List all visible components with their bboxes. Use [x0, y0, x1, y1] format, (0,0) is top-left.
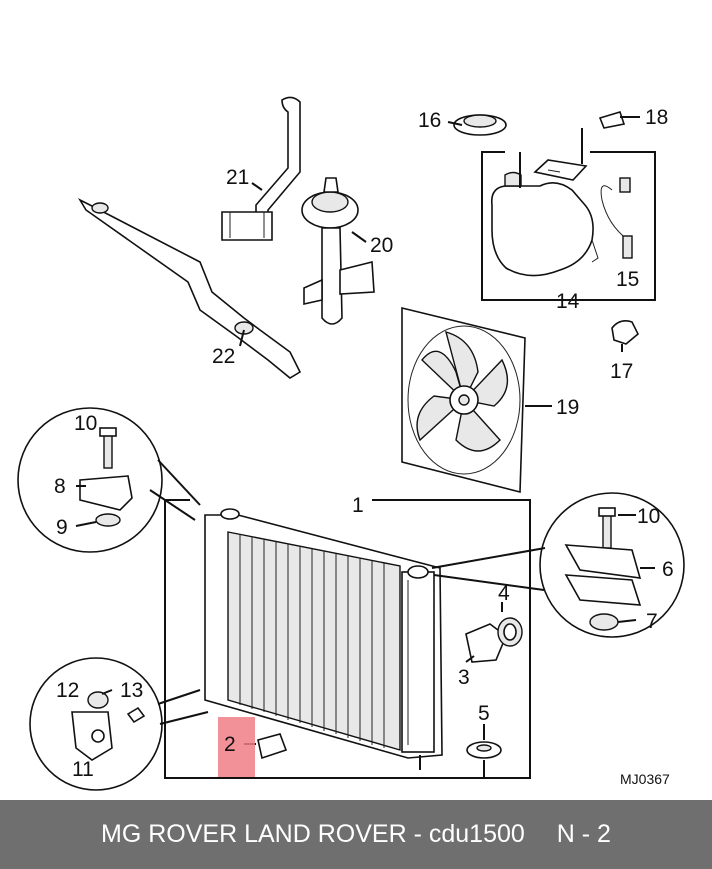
callout-20: 20 [370, 234, 393, 257]
callout-10b: 10 [637, 505, 660, 528]
radiator-small-parts [244, 602, 523, 778]
footer-brand: MG ROVER LAND ROVER - cdu1500 [101, 820, 525, 848]
callout-15: 15 [616, 268, 639, 291]
callout-22: 22 [212, 345, 235, 368]
inset-right [431, 492, 685, 638]
callout-18: 18 [645, 106, 668, 129]
callout-3: 3 [458, 666, 470, 689]
callout-1: 1 [352, 494, 364, 517]
callout-4: 4 [498, 582, 510, 605]
callout-9: 9 [56, 516, 68, 539]
radiator-fins [239, 534, 385, 748]
callout-14: 14 [556, 290, 580, 313]
callout-8: 8 [54, 475, 66, 498]
part-17-sensor [611, 320, 639, 352]
callout-12: 12 [56, 679, 79, 702]
parts-diagram: 1 2 3 4 5 6 7 8 9 10 10 11 12 13 14 15 1… [17, 96, 685, 791]
callout-labels: 1 2 3 4 5 6 7 8 9 10 10 11 12 13 14 15 1… [54, 106, 674, 787]
callout-5: 5 [478, 702, 490, 725]
fan-cowl-group [401, 306, 552, 494]
radiator-group [164, 499, 531, 779]
inset-top-left [17, 407, 201, 553]
footer-bar: MG ROVER LAND ROVER - cdu1500 N - 2 [0, 800, 712, 869]
callout-6: 6 [662, 558, 674, 581]
footer-page: N - 2 [556, 820, 611, 848]
callout-10a: 10 [74, 412, 97, 435]
diagram-reference-code: MJ0367 [620, 771, 670, 787]
callout-2: 2 [224, 733, 236, 756]
callout-19: 19 [556, 396, 579, 419]
callout-17: 17 [610, 360, 633, 383]
bracket-hose-valve-group [77, 96, 375, 379]
callout-21: 21 [226, 166, 249, 189]
callout-7: 7 [646, 610, 658, 633]
callout-11: 11 [72, 758, 94, 781]
highlight-part-2 [218, 717, 255, 777]
expansion-tank-group [447, 111, 656, 301]
inset-bottom-left [29, 657, 209, 791]
callout-16: 16 [418, 109, 441, 132]
callout-13: 13 [120, 679, 143, 702]
